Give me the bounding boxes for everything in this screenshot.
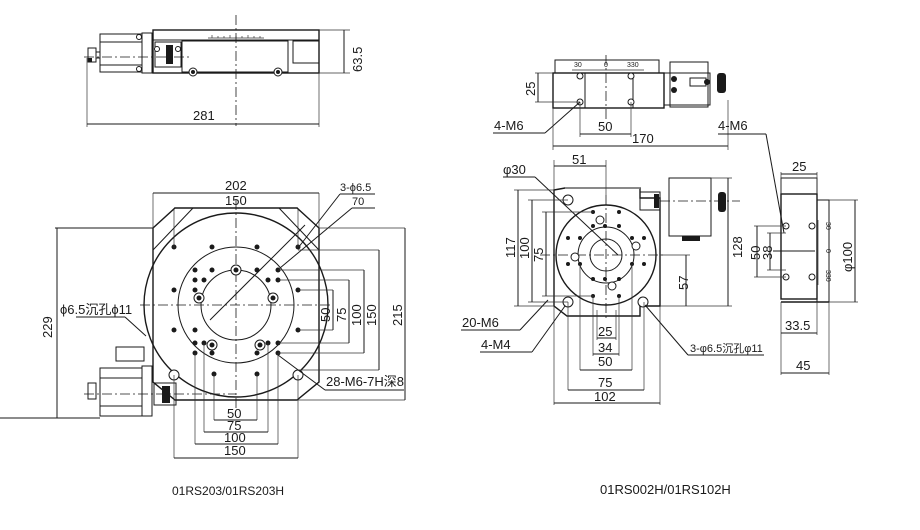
rs002h-side-view: 30 0 330 25 50 4-M6 170 <box>493 55 729 150</box>
dim-right-215: 215 <box>390 304 405 326</box>
dim-right-150: 150 <box>364 304 379 326</box>
dim-63-5: 63.5 <box>350 47 365 72</box>
dim-170: 170 <box>632 131 654 146</box>
callout-70: 70 <box>352 196 364 208</box>
dim-right-75: 75 <box>334 308 349 322</box>
dim-bottom-150: 150 <box>224 443 246 458</box>
dim-281: 281 <box>193 108 215 123</box>
dim-b-50: 50 <box>598 354 612 369</box>
dim-end-phi-100: φ100 <box>840 242 855 272</box>
dim-b-25: 25 <box>598 324 612 339</box>
dim-end-25: 25 <box>792 159 806 174</box>
callout-20-m6: 20-M6 <box>462 315 499 330</box>
dim-128: 128 <box>730 236 745 258</box>
dim-right-50: 50 <box>318 308 333 322</box>
dim-51: 51 <box>572 152 586 167</box>
model-caption-right: 01RS002H/01RS102H <box>600 482 731 497</box>
rs002h-end-view: 4-M6 30 0 330 25 50 38 φ100 33.5 45 <box>718 118 858 375</box>
dim-229: 229 <box>40 316 55 338</box>
dim-end-33-5: 33.5 <box>785 318 810 333</box>
motor-small <box>668 177 712 237</box>
dim-50-side: 50 <box>598 119 612 134</box>
callout-4-m6-side: 4-M6 <box>494 118 524 133</box>
end-scale-0: 0 <box>824 249 831 253</box>
dim-b-75: 75 <box>598 375 612 390</box>
dim-b-34: 34 <box>598 340 612 355</box>
stage-body-small <box>552 72 665 109</box>
dim-57: 57 <box>676 276 691 290</box>
rs203-top-view: 202 150 3-ϕ6.5 70 229 ϕ6.5沉孔ϕ11 50 75 10… <box>0 178 406 459</box>
callout-counterbore: ϕ6.5沉孔ϕ11 <box>60 302 132 317</box>
dim-end-38: 38 <box>760 246 775 260</box>
rs002h-top-view: 51 φ30 117 100 75 128 57 25 34 50 7 <box>461 152 764 405</box>
rs203-motor <box>99 367 143 417</box>
dim-bottom-75: 75 <box>227 418 241 433</box>
dim-117: 117 <box>503 237 518 258</box>
dim-b-102: 102 <box>594 389 616 404</box>
dim-right-100: 100 <box>349 304 364 326</box>
callout-4-m4: 4-M4 <box>481 337 511 352</box>
end-body <box>780 193 818 300</box>
dim-100-small: 100 <box>517 237 532 259</box>
model-caption-left: 01RS203/01RS203H <box>172 484 284 498</box>
dim-end-45: 45 <box>796 358 810 373</box>
dim-bottom-100: 100 <box>224 430 246 445</box>
dim-25-side: 25 <box>523 82 538 96</box>
end-scale-30: 30 <box>824 222 831 230</box>
dim-end-50: 50 <box>748 246 763 260</box>
callout-tapped: 28-M6-7H深8 <box>326 374 404 389</box>
scale-30: 30 <box>574 62 582 69</box>
rs203-side-view: 281 63.5 <box>84 15 365 127</box>
counterbore-holes <box>168 264 304 381</box>
scale-330: 330 <box>627 62 639 69</box>
dim-bottom-50: 50 <box>227 406 241 421</box>
callout-3-phi-6-5: 3-ϕ6.5 <box>340 182 371 194</box>
dim-150: 150 <box>225 193 247 208</box>
dim-75-small: 75 <box>531 248 546 262</box>
end-scale-330: 330 <box>824 270 831 282</box>
stepper-motor <box>99 33 143 73</box>
callout-4-m6-end: 4-M6 <box>718 118 748 133</box>
dim-202: 202 <box>225 178 247 193</box>
scale-0: 0 <box>604 62 608 69</box>
callout-counterbore-small: 3-φ6.5沉孔φ11 <box>690 342 763 355</box>
callout-phi-30: φ30 <box>503 162 526 177</box>
